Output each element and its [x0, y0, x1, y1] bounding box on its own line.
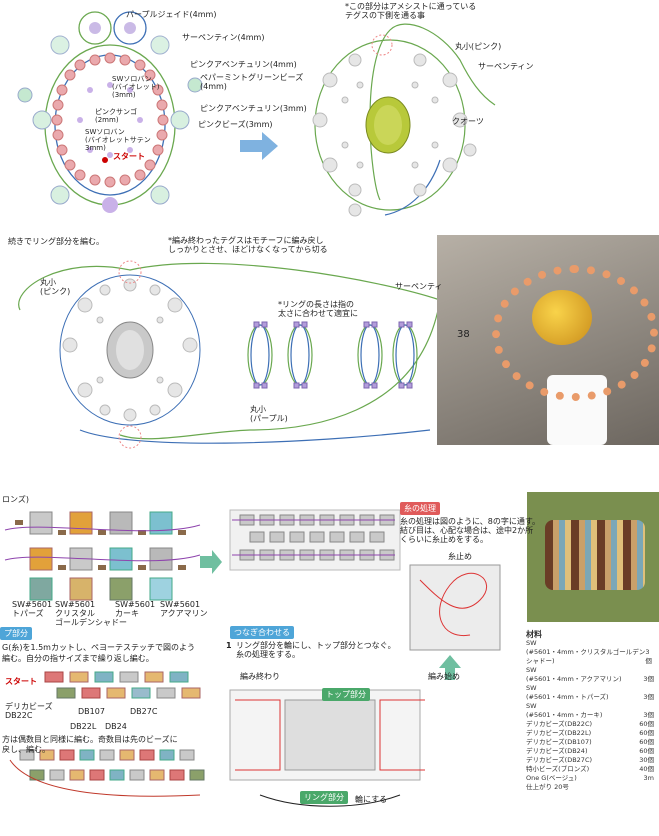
label-db107: DB107 — [78, 707, 105, 716]
materials-row: (#5601・4mm・カーキ)3個 — [526, 711, 654, 719]
right-arrow-icon — [240, 132, 278, 160]
materials-row: SW — [526, 684, 537, 692]
label-step1-num: 1 — [226, 641, 232, 650]
label-desc3: 方は偶数目と同様に編む。奇数目は先のビーズに — [2, 735, 178, 744]
label-maru-purple: 丸小 (パープル) — [250, 405, 288, 423]
label-desc2: 編む。自分の指サイズまで繰り返し編む。 — [2, 654, 154, 663]
label-pink-coral: ピンクサンゴ (2mm) — [95, 108, 137, 124]
ring-photo: 38 — [437, 235, 659, 445]
label-desc4: 戻し、編む。 — [2, 745, 50, 754]
up-arrow-icon — [439, 655, 461, 680]
label-top-bar: トップ部分 — [322, 688, 370, 701]
label-pink-aventurine-4: ピンクアベンチュリン(4mm) — [190, 60, 297, 69]
label-db22l: DB22L — [70, 722, 97, 731]
materials-row: デリカビーズ(DB107)60個 — [526, 738, 654, 746]
label-delica-db22c: デリカビーズ DB22C — [5, 702, 53, 720]
label-make-ring: 輪にする — [355, 795, 388, 804]
label-sw-khaki: SW#5601 カーキ — [115, 600, 156, 618]
thread-diagram — [409, 564, 501, 651]
label-note-length: *リングの長さは指の 太さに合わせて適宜に — [278, 300, 358, 318]
label-db24: DB24 — [105, 722, 127, 731]
label-ring-bar: リング部分 — [300, 791, 348, 804]
materials-row: デリカビーズ(DB24)60個 — [526, 747, 654, 755]
label-note-finish: *編み終わったテグスはモチーフに編み戻し しっかりとさせ、ほどけなくなってから切… — [168, 236, 328, 254]
materials-title: 材料 — [526, 630, 542, 639]
label-thread-text: 糸の処理は図のように、8の字に通す。 結び目は、心配な場合は、途中2か所 くらい… — [400, 517, 541, 544]
label-start-delica: スタート — [5, 677, 37, 686]
label-thread-title: 糸の処理 — [400, 502, 440, 515]
label-db27c: DB27C — [130, 707, 158, 716]
materials-row: デリカビーズ(DB22L)60個 — [526, 729, 654, 737]
label-serpentine-right: サーペンティン — [478, 62, 534, 71]
label-top-part: プ部分 — [0, 627, 32, 640]
label-pink-beads: ピンクビーズ(3mm) — [198, 120, 273, 129]
ring-beads — [253, 321, 413, 389]
label-sw-soroban-violet-satin: SWソロバン (バイオレットサテン 3mm) — [85, 128, 151, 152]
materials-row: デリカビーズ(DB27C)30個 — [526, 756, 654, 764]
ring-photo-beads — [492, 265, 658, 401]
label-end-knit: 編み終わり — [240, 672, 280, 681]
materials-list: 材料 SW (#5601・4mm・クリスタルゴールデンシャドー)3個 SW (#… — [526, 630, 654, 792]
label-sw-topaz: SW#5601 トパーズ — [12, 600, 53, 618]
start-marker — [102, 157, 108, 163]
label-sw-soroban-violet: SWソロバン (バイオレット) (3mm) — [112, 75, 160, 99]
materials-row: (#5601・4mm・クリスタルゴールデンシャドー)3個 — [526, 648, 652, 665]
materials-row: (#5601・4mm・トパーズ)3個 — [526, 693, 654, 701]
label-maru-pink-mid: 丸小 (ピンク) — [40, 278, 71, 296]
label-thread-stop: 糸止め — [448, 552, 472, 561]
label-quartz: クオーツ — [452, 117, 484, 126]
peyote-strip — [44, 671, 201, 699]
middle-motif — [18, 262, 441, 444]
delica-thread — [4, 524, 201, 562]
materials-row: SW — [526, 702, 537, 710]
label-step-ring: 続きでリング部分を編む。 — [8, 237, 104, 246]
top-left-beads — [17, 22, 203, 213]
right-arrow-icon-2 — [200, 550, 222, 574]
label-desc1: G(糸)を1.5mカットし、ペヨーテステッチで図のよう — [2, 643, 195, 652]
materials-row: 仕上がり 20号 — [526, 783, 569, 791]
pink-beads-ring — [51, 52, 169, 188]
materials-row: (#5601・4mm・アクアマリン)3個 — [526, 675, 654, 683]
top-right-beads — [312, 53, 477, 217]
materials-row: 特小ビーズ(ブロンズ)40個 — [526, 765, 654, 773]
label-serpentine: サーペンティン(4mm) — [182, 33, 265, 42]
label-maru-pink: 丸小(ピンク) — [455, 42, 502, 51]
bracelet-photo-inner — [545, 520, 645, 590]
pink-dashed-circles — [118, 260, 142, 449]
label-sw-crystal: SW#5601 クリスタル ゴールデンシャドー — [55, 600, 127, 627]
label-sw-aqua: SW#5601 アクアマリン — [160, 600, 208, 618]
materials-row: デリカビーズ(DB22C)60個 — [526, 720, 654, 728]
peyote-strip-2 — [19, 749, 205, 781]
label-serpentine-mid: サーペンティ — [395, 282, 443, 291]
delica-small-beads — [15, 520, 186, 570]
bracelet-photo — [527, 492, 659, 622]
label-start-knit: 編み始め — [428, 672, 460, 681]
delica-grid — [29, 511, 173, 601]
photo-number: 38 — [457, 329, 470, 340]
pink-dashed-highlight — [371, 34, 393, 56]
label-pink-aventurine-3: ピンクアベンチュリン(3mm) — [200, 104, 307, 113]
peyote-thread — [9, 759, 201, 797]
label-note-amethyst: *この部分はアメシストに通っている テグスの下側を通る事 — [345, 2, 477, 20]
middle-beads — [62, 278, 198, 422]
label-start: スタート — [113, 152, 145, 161]
label-peppermint: ペパーミントグリーンビーズ (4mm) — [200, 73, 304, 91]
label-step1-text: リング部分を輪にし、トップ部分とつなぐ。 糸の処理をする。 — [236, 641, 396, 659]
ring-links — [247, 324, 418, 386]
materials-row: SW — [526, 639, 537, 647]
materials-row: SW — [526, 666, 537, 674]
connect-diagram — [229, 689, 425, 807]
label-connect-title: つなぎ合わせる — [230, 626, 294, 639]
materials-row: One G(ベージュ)3m — [526, 774, 654, 782]
label-purple-jade: パープルジェイド(4mm) — [126, 10, 217, 19]
inner-beads — [77, 82, 143, 158]
label-brand: ロンズ) — [2, 495, 29, 504]
